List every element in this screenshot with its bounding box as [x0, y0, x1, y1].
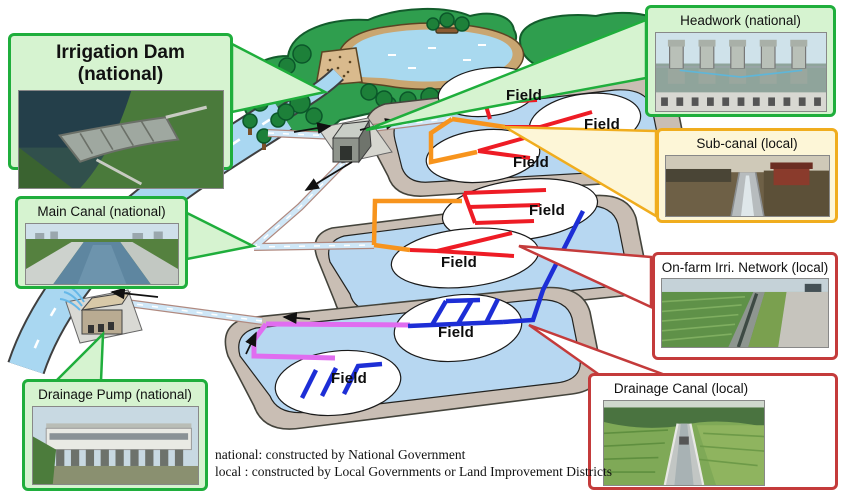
drainage-collector-magenta: [251, 321, 411, 361]
field-label: Field: [529, 202, 566, 219]
on-farm-photo: [661, 278, 829, 348]
flow-arrow: [245, 331, 257, 355]
drainage-pump-photo-image: [32, 407, 198, 484]
callout-wedge-main-canal: [185, 210, 257, 261]
irrigation-dam-photo: [17, 90, 224, 189]
drainage-pump-box: Drainage Pump (national): [22, 379, 208, 491]
field-label: Field: [506, 87, 543, 104]
field-label: Field: [331, 370, 368, 387]
irrigation-dam-box: Irrigation Dam (national): [8, 33, 233, 189]
drainage-canal-title: Drainage Canal (local): [613, 381, 749, 396]
headwork-title: Headwork (national): [680, 13, 801, 28]
callout-wedges: [52, 18, 669, 383]
flow-arrow: [304, 161, 353, 191]
flow-arrow: [293, 122, 332, 134]
callout-wedge-on-farm: [518, 244, 653, 309]
on-farm-photo-image: [662, 279, 828, 347]
legend-local-line: local : constructed by Local Governments…: [215, 464, 613, 479]
sub-canal-photo-image: [665, 156, 829, 216]
pump-structure: [59, 284, 143, 344]
main-canal-photo: [24, 223, 179, 285]
drainage-canal-photo: [603, 400, 765, 486]
on-farm-box: On-farm Irri. Network (local): [652, 252, 838, 360]
lake-ripples: [388, 44, 486, 69]
field-label: Field: [441, 254, 478, 271]
headwork-photo: [654, 32, 827, 112]
legend: national: constructed by National Govern…: [215, 446, 612, 480]
flow-arrow: [110, 287, 159, 300]
lake-water: [346, 29, 513, 82]
drainage-pump-photo: [31, 406, 199, 485]
drainage-line-blue: [299, 209, 586, 400]
main-canal-title: Main Canal (national): [37, 204, 166, 219]
headwork-photo-image: [655, 33, 826, 111]
field-label: Field: [513, 154, 550, 171]
drainage-canal-box: Drainage Canal (local): [588, 373, 838, 490]
drainage-canal-photo-image: [604, 401, 764, 485]
main-canal-photo-image: [25, 224, 178, 284]
on-farm-title: On-farm Irri. Network (local): [661, 260, 829, 275]
drainage-pump-title: Drainage Pump (national): [38, 387, 192, 402]
flow-arrows: [110, 118, 400, 355]
sub-canal-photo: [664, 155, 830, 217]
sub-canal-title: Sub-canal (local): [696, 136, 798, 151]
sub-canal-line-orange: [371, 116, 506, 253]
main-canal-box: Main Canal (national): [15, 196, 188, 289]
irrigation-dam-title: Irrigation Dam (national): [56, 42, 185, 85]
headwork-box: Headwork (national): [645, 5, 836, 117]
field-label: Field: [438, 324, 475, 341]
sub-canal-box: Sub-canal (local): [656, 128, 838, 223]
legend-national-line: national: constructed by National Govern…: [215, 447, 466, 462]
flow-arrow: [282, 312, 311, 324]
field-label: Field: [584, 116, 621, 133]
irrigation-dam-photo-image: [18, 91, 223, 188]
